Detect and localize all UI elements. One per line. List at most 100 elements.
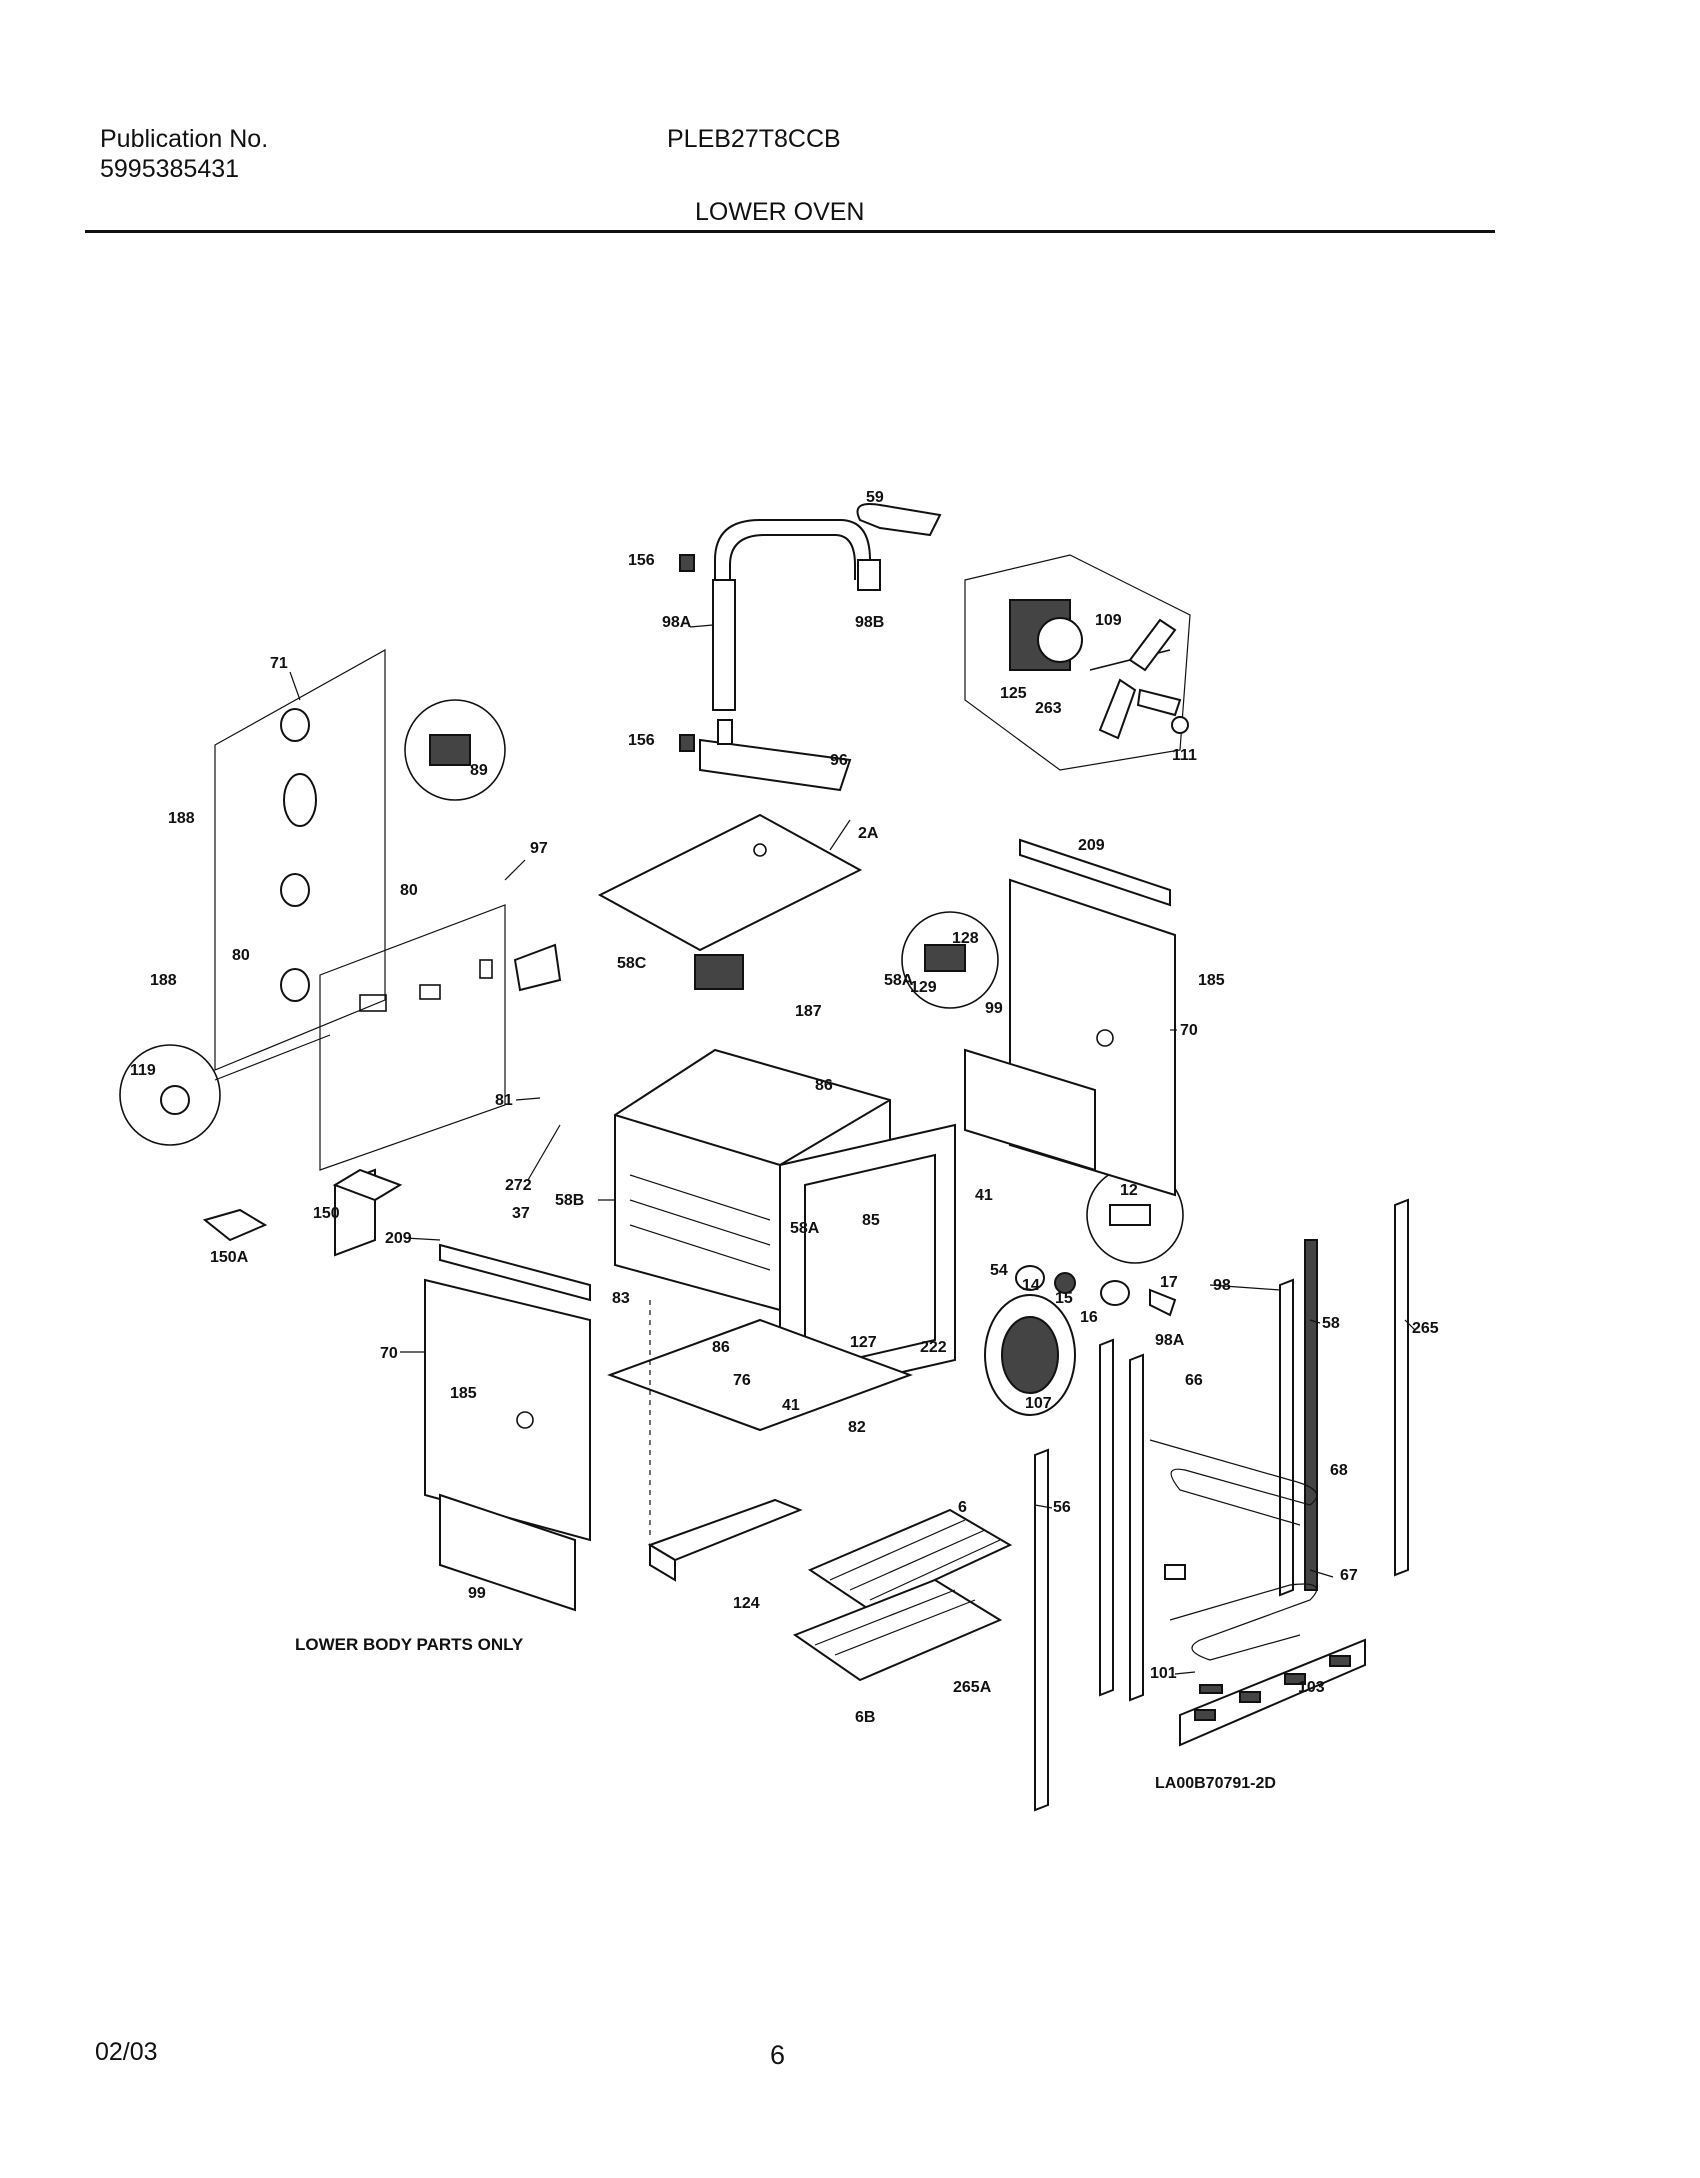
callout-86b: 86 [712, 1339, 730, 1356]
callout-119: 119 [130, 1062, 156, 1079]
callout-76: 76 [733, 1372, 751, 1389]
callout-97: 97 [530, 840, 548, 857]
callout-156a: 156 [628, 552, 655, 569]
callout-58a: 58A [884, 972, 914, 989]
callout-89: 89 [470, 762, 488, 779]
callout-17: 17 [1160, 1274, 1178, 1291]
callout-54: 54 [990, 1262, 1008, 1279]
callout-98a-low: 98A [1155, 1332, 1185, 1349]
callout-labels: 59 156 98A 98B 156 96 2A 109 125 263 111… [130, 489, 1439, 1726]
callout-99a: 99 [985, 1000, 1003, 1017]
callout-265a: 265A [953, 1679, 992, 1696]
callout-66: 66 [1185, 1372, 1203, 1389]
callout-56: 56 [1053, 1499, 1071, 1516]
callout-98a-top: 98A [662, 614, 692, 631]
callout-150a: 150A [210, 1249, 249, 1266]
callout-58b: 58B [555, 1192, 584, 1209]
callout-188a: 188 [168, 810, 195, 827]
convection-fan-inset [964, 554, 1191, 771]
callout-209a: 209 [1078, 837, 1105, 854]
panel-97 [319, 904, 562, 1171]
callout-58: 58 [1322, 1315, 1340, 1332]
callout-2a: 2A [858, 825, 879, 842]
callout-86a: 86 [815, 1077, 833, 1094]
control-board-99-right [964, 1048, 1096, 1172]
callout-265: 265 [1412, 1320, 1439, 1337]
callout-37: 37 [512, 1205, 530, 1222]
callout-129: 129 [910, 979, 937, 996]
section-title: LOWER OVEN [695, 198, 865, 226]
callout-67: 67 [1340, 1567, 1358, 1584]
callout-70a: 70 [1180, 1022, 1198, 1039]
bracket-150 [202, 1168, 403, 1257]
callout-98b: 98B [855, 614, 884, 631]
insulation-128 [901, 911, 999, 1009]
leader-lines [289, 624, 1416, 1675]
callout-222: 222 [920, 1339, 947, 1356]
callout-156b: 156 [628, 732, 655, 749]
callout-58c: 58C [617, 955, 647, 972]
drawing-id: LA00B70791-2D [1155, 1775, 1276, 1792]
callout-150: 150 [313, 1205, 340, 1222]
callout-6b: 6B [855, 1709, 875, 1726]
callout-272: 272 [505, 1177, 532, 1194]
callout-6: 6 [958, 1499, 967, 1516]
callout-12: 12 [1120, 1182, 1138, 1199]
callout-185b: 185 [450, 1385, 477, 1402]
model-number: PLEB27T8CCB [667, 125, 841, 153]
callout-83: 83 [612, 1290, 630, 1307]
callout-71: 71 [270, 655, 288, 672]
callout-41b: 41 [782, 1397, 800, 1414]
door-frame [779, 1123, 956, 1402]
callout-16: 16 [1080, 1309, 1098, 1326]
trim-strips [1034, 1198, 1409, 1812]
back-panel-71 [214, 648, 506, 1071]
clip-156 [679, 554, 695, 752]
callout-96: 96 [830, 752, 848, 769]
drawer-124 [647, 1498, 803, 1582]
callout-124: 124 [733, 1595, 760, 1612]
callout-99b: 99 [468, 1585, 486, 1602]
callout-125: 125 [1000, 685, 1027, 702]
bake-element [1149, 1439, 1318, 1661]
callout-101: 101 [1150, 1665, 1177, 1682]
callout-209b: 209 [385, 1230, 412, 1247]
callout-14: 14 [1022, 1277, 1040, 1294]
callout-188b: 188 [150, 972, 177, 989]
callout-185a: 185 [1198, 972, 1225, 989]
footer-page-number: 6 [770, 2040, 786, 2070]
footer-date: 02/03 [95, 2038, 158, 2066]
vent-duct [699, 503, 942, 792]
callout-41a: 41 [975, 1187, 993, 1204]
circle-119 [119, 1044, 221, 1146]
rack-6 [792, 1508, 1013, 1682]
publication-label: Publication No. [100, 125, 269, 153]
callout-111: 111 [1172, 747, 1197, 764]
callout-81: 81 [495, 1092, 513, 1109]
side-panel-70-left [424, 1243, 591, 1542]
callout-70b: 70 [380, 1345, 398, 1362]
callout-68: 68 [1330, 1462, 1348, 1479]
fan-cover-107 [984, 1294, 1076, 1416]
top-panel-2A [597, 813, 863, 952]
header-rule [85, 230, 1495, 233]
callout-127: 127 [850, 1334, 877, 1351]
callout-80a: 80 [400, 882, 418, 899]
callout-80b: 80 [232, 947, 250, 964]
callout-103: 103 [1298, 1679, 1325, 1696]
callout-58a-lower: 58A [790, 1220, 820, 1237]
callout-59: 59 [866, 489, 884, 506]
callout-107: 107 [1025, 1395, 1052, 1412]
callout-85: 85 [862, 1212, 880, 1229]
bottom-panel-82 [607, 1318, 913, 1432]
publication-number: 5995385431 [100, 155, 240, 183]
callout-263: 263 [1035, 700, 1062, 717]
control-board-99-left [439, 1493, 576, 1612]
vent-panel-103 [1179, 1638, 1366, 1747]
lower-body-parts-note: LOWER BODY PARTS ONLY [295, 1635, 524, 1654]
callout-128: 128 [952, 930, 979, 947]
callout-187: 187 [795, 1003, 822, 1020]
callout-15: 15 [1055, 1290, 1073, 1307]
callout-82: 82 [848, 1419, 866, 1436]
